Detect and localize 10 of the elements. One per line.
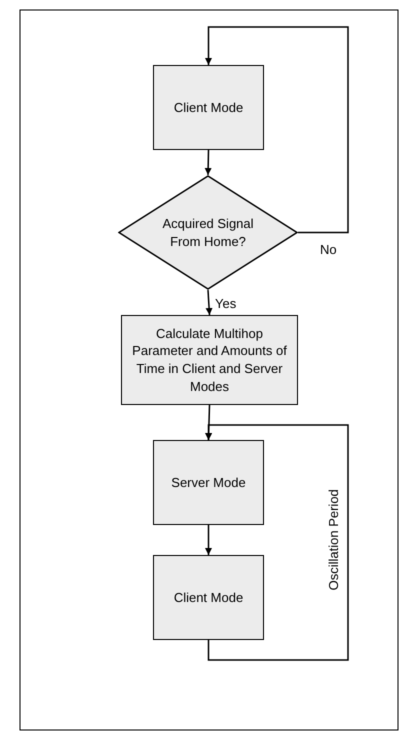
process-box: Server Mode [153,440,264,525]
process-box: Calculate Multihop Parameter and Amounts of Time in Client and Server Modes [121,315,298,405]
process-box: Client Mode [153,65,264,150]
arrow [205,525,212,555]
arrow [205,424,349,661]
arrow [206,290,213,316]
process-box: Client Mode [153,555,264,640]
arrow [204,150,212,176]
decision-diamond: Acquired Signal From Home? [118,175,298,290]
arrow [205,26,349,234]
